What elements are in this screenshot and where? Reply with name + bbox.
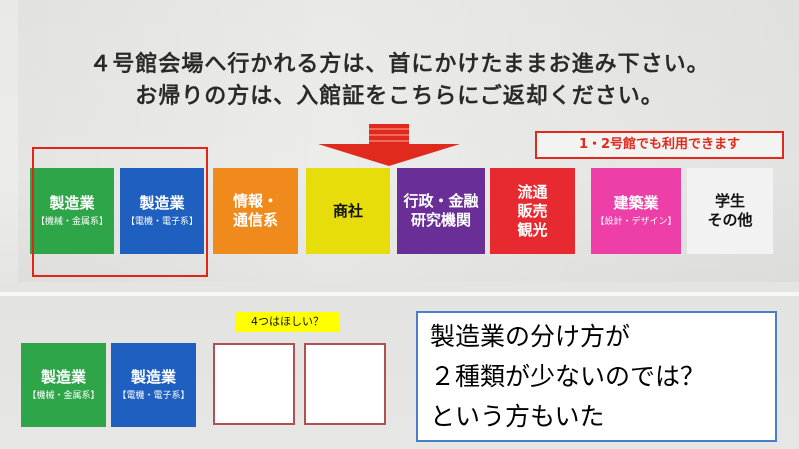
- down-arrow-icon: [369, 124, 409, 144]
- sign-heading-line1: ４号館会場へ行かれる方は、首にかけたままお進み下さい。: [89, 52, 710, 77]
- bottom-category-tile-sublabel: 【電機・電子系】: [117, 390, 190, 401]
- category-tile-label: 行政・金融 研究機関: [403, 192, 479, 229]
- category-tile-5: 流通 販売 観光: [490, 168, 575, 254]
- bottom-category-tile-0: 製造業【機械・金属系】: [21, 343, 106, 427]
- category-tile-sublabel: 【設計・デザイン】: [595, 216, 677, 227]
- category-tile-6: 建築業【設計・デザイン】: [591, 168, 681, 254]
- category-tile-1: 製造業【電機・電子系】: [120, 168, 204, 254]
- bottom-category-tile-label: 製造業: [130, 367, 176, 386]
- category-tile-label: 情報・ 通信系: [232, 192, 278, 229]
- bottom-category-tile-label: 製造業: [40, 367, 86, 386]
- comment-line-1: 製造業の分け方が: [430, 322, 631, 351]
- category-tile-0: 製造業【機械・金属系】: [30, 168, 114, 254]
- category-tile-7: 学生 その他: [687, 168, 773, 254]
- comment-line-3: という方もいた: [430, 402, 605, 431]
- empty-tile-1: [213, 343, 295, 425]
- down-arrow-head-icon: [318, 144, 460, 166]
- category-tile-label: 流通 販売 観光: [517, 182, 548, 239]
- empty-tile-2: [304, 343, 386, 425]
- category-tile-4: 行政・金融 研究機関: [397, 168, 485, 254]
- category-tile-sublabel: 【電機・電子系】: [125, 216, 198, 227]
- category-tile-label: 製造業: [139, 193, 185, 212]
- sign-heading-line2: お帰りの方は、入館証をこちらにご返却ください。: [135, 84, 664, 109]
- comment-box: 製造業の分け方が ２種類が少ないのでは？ という方もいた: [416, 311, 777, 442]
- category-tile-sublabel: 【機械・金属系】: [35, 216, 108, 227]
- divider: [0, 292, 799, 296]
- yellow-label: 4つはほしい？: [235, 312, 340, 332]
- bottom-category-tile-sublabel: 【機械・金属系】: [27, 390, 100, 401]
- category-tile-label: 製造業: [49, 193, 95, 212]
- category-tile-3: 商社: [306, 168, 390, 254]
- bottom-category-tile-1: 製造業【電機・電子系】: [111, 343, 196, 427]
- note-box: 1・2号館でも利用できます: [535, 131, 784, 159]
- comment-line-2: ２種類が少ないのでは？: [430, 362, 706, 391]
- category-tile-2: 情報・ 通信系: [213, 168, 298, 254]
- category-tile-label: 建築業: [613, 193, 659, 212]
- category-tile-label: 学生 その他: [707, 192, 753, 229]
- highlight-frame: [32, 147, 208, 277]
- category-tile-label: 商社: [332, 201, 363, 220]
